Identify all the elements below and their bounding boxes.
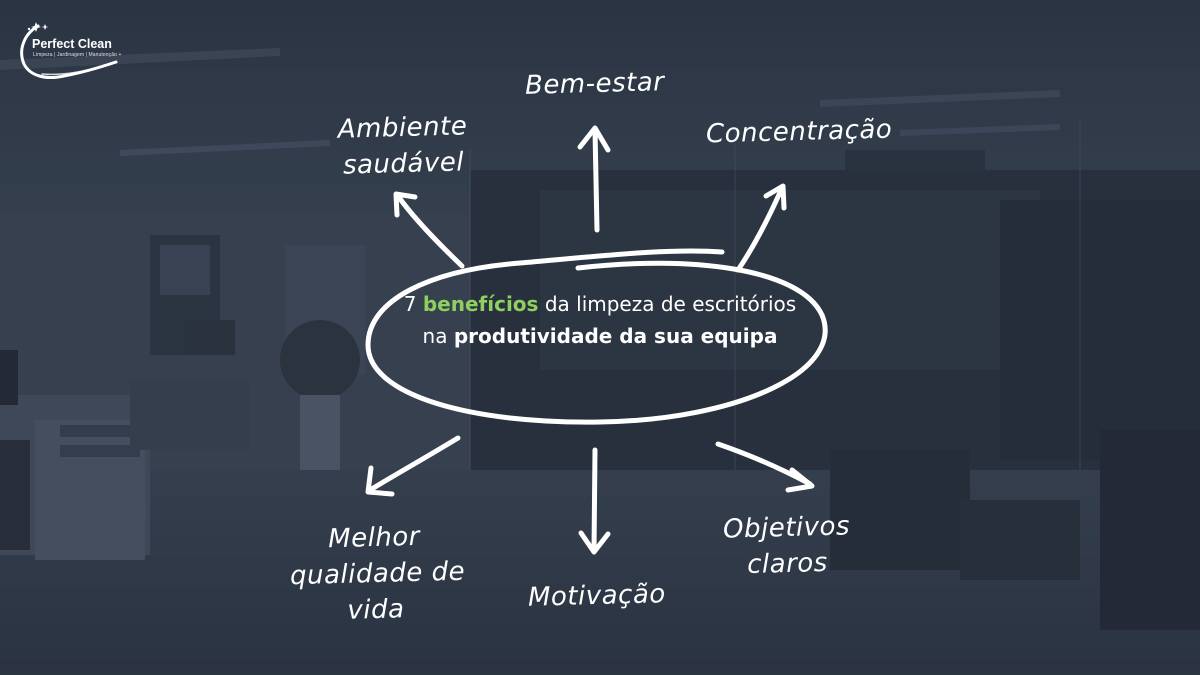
title-part1: 7 — [403, 292, 423, 316]
arrow-concentracao — [735, 185, 785, 273]
label-bem-estar: Bem-estar — [524, 67, 665, 101]
center-title: 7 benefícios da limpeza de escritórios n… — [395, 288, 805, 352]
label-ambiente: Ambiente saudável — [337, 108, 469, 183]
title-bold: produtividade da sua equipa — [453, 324, 778, 348]
arrow-objetivos — [715, 441, 813, 487]
label-melhor-line3: vida — [347, 594, 405, 626]
label-melhor-line2: qualidade de — [289, 556, 466, 592]
label-melhor-line1: Melhor — [327, 521, 421, 555]
arrow-motivacao — [591, 447, 598, 553]
label-ambiente-line2: saudável — [342, 147, 465, 181]
label-concentracao: Concentração — [705, 114, 893, 150]
label-motivacao: Motivação — [527, 579, 667, 613]
arrow-ambiente — [395, 193, 465, 269]
sparkle-icon — [31, 22, 41, 32]
brand-tagline: Limpeza | Jardinagem | Manutenção + — [33, 52, 122, 58]
arrow-melhor — [367, 435, 461, 493]
label-objetivos: Objetivos claros — [721, 508, 853, 583]
label-objetivos-line1: Objetivos — [722, 511, 851, 545]
label-melhor-qualidade: Melhor qualidade de vida — [289, 518, 466, 630]
brand-logo-mark — [20, 22, 118, 79]
brand-name: Perfect Clean — [32, 37, 112, 51]
label-objetivos-line2: claros — [746, 547, 829, 581]
title-part2: da limpeza de escritórios na — [422, 292, 797, 348]
arrow-bem-estar — [592, 127, 600, 233]
title-highlight: benefícios — [422, 292, 539, 316]
center-ellipse — [365, 248, 828, 425]
label-ambiente-line1: Ambiente — [337, 111, 468, 145]
